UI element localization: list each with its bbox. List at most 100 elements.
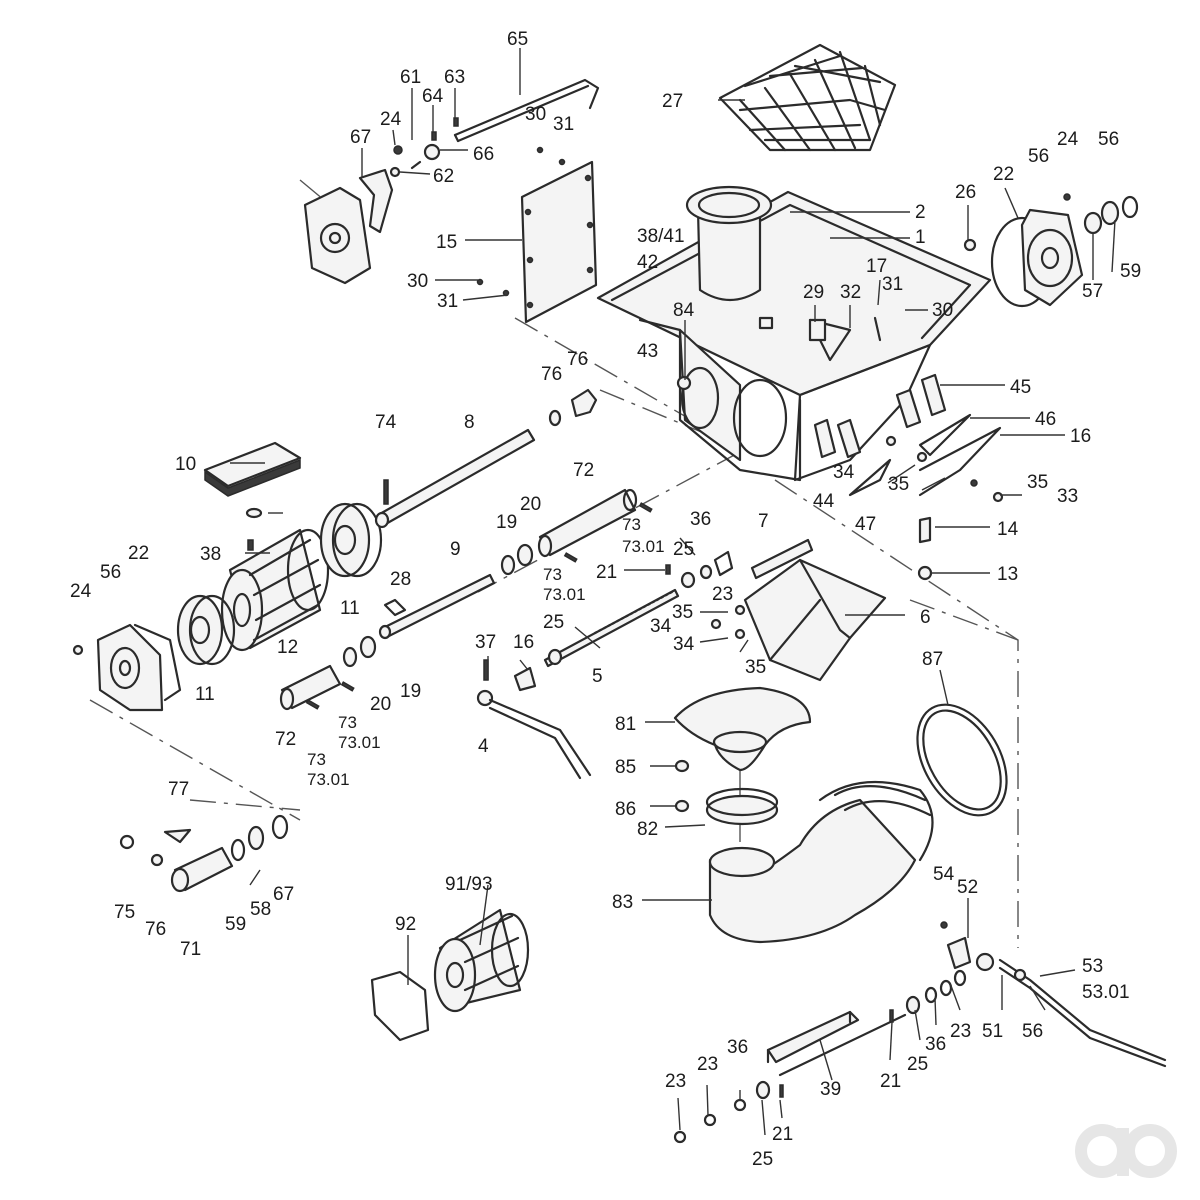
callout-44: 44 [813, 491, 835, 512]
callout-58: 58 [250, 899, 271, 920]
callout-23: 23 [712, 584, 733, 605]
callout-82: 82 [637, 819, 658, 840]
part-7-strip [750, 538, 814, 580]
callout-56: 56 [100, 562, 121, 583]
callout-7: 7 [758, 511, 769, 532]
callout-24: 24 [1057, 129, 1079, 150]
callout-39: 39 [820, 1079, 841, 1100]
part-83-elbow [708, 780, 934, 944]
callout-22: 22 [128, 543, 149, 564]
callout-59: 59 [1120, 261, 1141, 282]
callout-31: 31 [553, 114, 574, 135]
part-5-rod [543, 550, 734, 668]
callout-36: 36 [727, 1037, 748, 1058]
ao-logo-icon [1075, 1124, 1177, 1178]
callout-10: 10 [175, 454, 196, 475]
callout-36: 36 [690, 509, 711, 530]
callout-73-01: 73.01 [622, 537, 665, 556]
callout-30: 30 [525, 104, 546, 125]
callout-16: 16 [1070, 426, 1091, 447]
callout-76: 76 [567, 349, 588, 370]
callout-74: 74 [375, 412, 397, 433]
callout-37: 37 [475, 632, 496, 653]
callout-87: 87 [922, 649, 943, 670]
callout-34: 34 [833, 462, 855, 483]
callout-86: 86 [615, 799, 636, 820]
callout-14: 14 [997, 519, 1019, 540]
callout-35: 35 [745, 657, 766, 678]
part-65-rod [453, 78, 600, 143]
callout-92: 92 [395, 914, 416, 935]
callout-42: 42 [637, 252, 658, 273]
callout-84: 84 [673, 300, 695, 321]
part-82-ring [705, 787, 779, 826]
part-10-block [203, 441, 302, 519]
part-81-cone [673, 686, 812, 813]
callout-34: 34 [673, 634, 695, 655]
callout-36: 36 [925, 1034, 946, 1055]
part-8-shaft [374, 388, 598, 529]
callout-20: 20 [370, 694, 391, 715]
callout-8: 8 [464, 412, 475, 433]
callout-73-01: 73.01 [338, 733, 381, 752]
callout-53-01: 53.01 [1082, 982, 1130, 1003]
part-4-lever [476, 659, 592, 780]
part-92-gasket [370, 970, 430, 1042]
callout-72: 72 [275, 729, 296, 750]
callout-21: 21 [772, 1124, 793, 1145]
callout-35: 35 [888, 474, 909, 495]
callout-91-93: 91/93 [445, 874, 493, 895]
callout-12: 12 [277, 637, 298, 658]
callout-59: 59 [225, 914, 246, 935]
callout-38-41: 38/41 [637, 226, 685, 247]
callout-21: 21 [596, 562, 617, 583]
part-72-sleeve-upper [537, 488, 653, 563]
leader-lines [230, 48, 1116, 1136]
callout-25: 25 [907, 1054, 928, 1075]
callout-73-01: 73.01 [543, 585, 586, 604]
callout-15: 15 [436, 232, 457, 253]
callout-72: 72 [573, 460, 594, 481]
callout-19: 19 [496, 512, 517, 533]
callout-35: 35 [672, 602, 693, 623]
callout-46: 46 [1035, 409, 1056, 430]
callout-56: 56 [1098, 129, 1119, 150]
part-27-grid [718, 43, 897, 152]
part-56-right-flange [963, 193, 1139, 308]
callout-6: 6 [920, 607, 931, 628]
callout-31: 31 [882, 274, 903, 295]
callout-73: 73 [622, 515, 641, 534]
callout-56: 56 [1022, 1021, 1043, 1042]
callout-73: 73 [543, 565, 562, 584]
callout-34: 34 [650, 616, 672, 637]
callout-23: 23 [665, 1071, 686, 1092]
callout-53: 53 [1082, 956, 1103, 977]
callout-28: 28 [390, 569, 411, 590]
callout-11: 11 [195, 684, 215, 705]
callout-38: 38 [200, 544, 221, 565]
callout-30: 30 [407, 271, 428, 292]
callout-71: 71 [180, 939, 201, 960]
callout-30: 30 [932, 300, 953, 321]
callout-45: 45 [1010, 377, 1031, 398]
part-67-flange [303, 117, 459, 285]
callout-65: 65 [507, 29, 528, 50]
callout-35: 35 [1027, 472, 1048, 493]
part-21-25-hardware [673, 1009, 894, 1144]
callout-5: 5 [592, 666, 603, 687]
callout-23: 23 [950, 1021, 971, 1042]
callout-2: 2 [915, 202, 926, 223]
callout-67: 67 [273, 884, 294, 905]
callout-23: 23 [697, 1054, 718, 1075]
part-12-roller [220, 528, 330, 652]
callout-66: 66 [473, 144, 494, 165]
part-39-cover [766, 1010, 907, 1077]
callout-20: 20 [520, 494, 541, 515]
callout-31: 31 [437, 291, 458, 312]
callout-9: 9 [450, 539, 461, 560]
callout-29: 29 [803, 282, 824, 303]
callout-57: 57 [1082, 281, 1103, 302]
callout-73: 73 [307, 750, 326, 769]
part-45-47-clips [676, 318, 1004, 640]
